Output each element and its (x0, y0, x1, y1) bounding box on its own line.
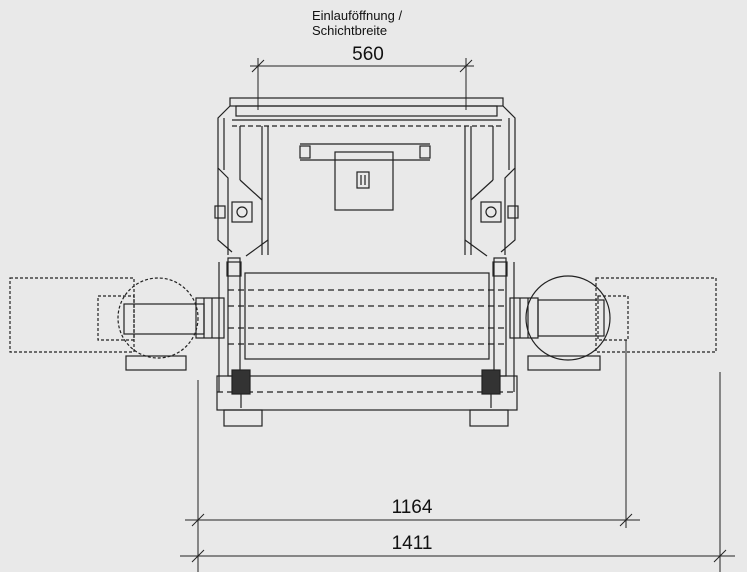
upper-frame (217, 97, 516, 257)
left-drive (9, 277, 225, 371)
main-roller (218, 257, 515, 392)
dimension-opening-label: 560 (352, 44, 384, 65)
dimension-overall-label: 1411 (391, 533, 433, 554)
title-line-1: Einlauföffnung / (312, 8, 403, 23)
side-brackets (214, 201, 519, 223)
dimension-lines (180, 58, 735, 572)
title-line-2: Schichtbreite (312, 23, 388, 38)
center-mount (299, 143, 431, 211)
dimension-middle-label: 1164 (391, 497, 433, 518)
base-frame (216, 369, 518, 427)
right-drive (509, 275, 717, 371)
